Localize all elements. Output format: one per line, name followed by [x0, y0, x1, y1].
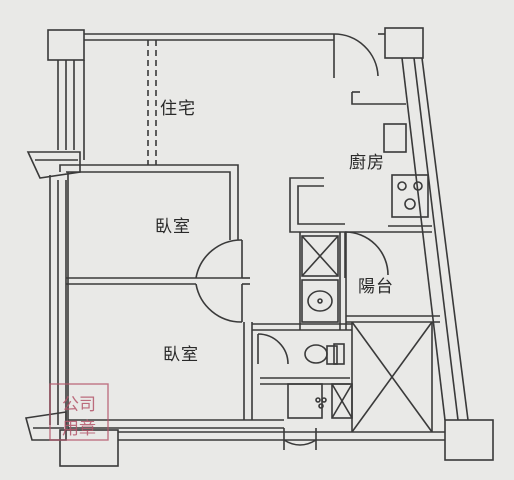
bedroom-1-door: [195, 239, 243, 279]
room-label-bedroom-1: 臥室: [155, 217, 191, 237]
column-top-left: [47, 29, 85, 61]
stove-burner: [404, 198, 416, 210]
right-wall: [401, 57, 469, 421]
room-label-living: 住宅: [160, 99, 196, 119]
toilet-icon: [304, 344, 338, 365]
stove-burner: [397, 181, 407, 191]
kitchen-partition: [289, 177, 432, 233]
kitchen-counter: [351, 91, 429, 218]
seal-text-bottom: 用章: [62, 419, 96, 439]
balcony-door: [344, 231, 389, 278]
room-label-balcony: 陽台: [358, 277, 394, 297]
faucet-icon: [315, 397, 327, 409]
column-top-right: [384, 27, 424, 59]
seal-text-top: 公司: [62, 395, 96, 415]
entry-door: [333, 33, 379, 78]
top-wall: [84, 33, 334, 41]
bedroom-2-door: [195, 283, 243, 323]
bedroom-divider: [66, 277, 250, 285]
living-bedroom-wall: [59, 164, 239, 240]
room-label-bedroom-2: 臥室: [163, 345, 199, 365]
balcony-area: [346, 315, 440, 433]
column-bottom-right: [444, 419, 494, 461]
bathroom: [252, 323, 353, 419]
room-label-kitchen: 廚房: [349, 153, 385, 173]
shaft: [301, 235, 339, 277]
bath-door: [283, 428, 317, 450]
washbasin: [301, 279, 339, 323]
dashed-partition: [147, 40, 157, 165]
company-seal: [49, 383, 109, 441]
stove-burner: [413, 181, 423, 191]
bedroom-2-right-wall: [243, 322, 253, 420]
left-wall: [49, 60, 85, 430]
bottom-wall: [68, 419, 445, 441]
core-wall: [299, 232, 347, 330]
